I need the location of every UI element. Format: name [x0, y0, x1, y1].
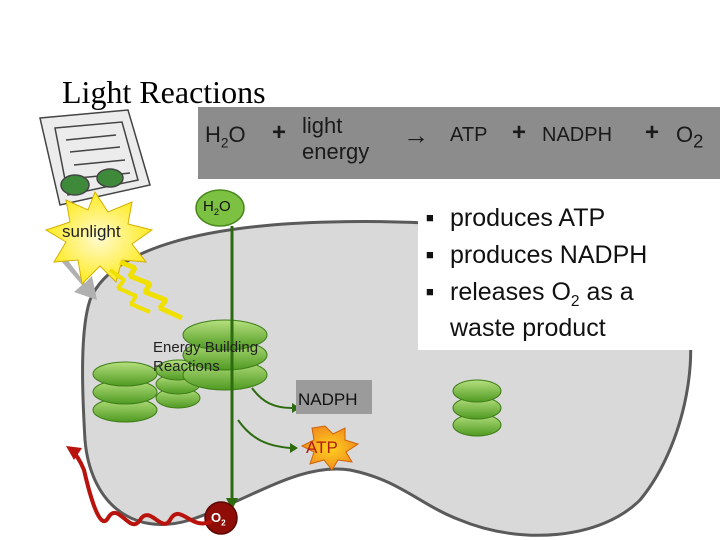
pointer-arrow — [62, 258, 97, 300]
sunlight-label: sunlight — [62, 222, 121, 241]
atp-burst-icon — [300, 425, 360, 471]
o2-label: O2 — [211, 510, 226, 528]
equation-oxygen: O2 — [676, 122, 704, 152]
energy-building-line1: Energy Building — [153, 339, 259, 356]
equation-atp: ATP — [450, 124, 488, 146]
bullet-icon: ■ — [426, 284, 434, 299]
light-ray-1 — [119, 259, 184, 321]
bullet-icon: ■ — [426, 247, 434, 262]
equation-plus-1: + — [272, 119, 287, 146]
equation-light-energy: light energy — [302, 113, 369, 165]
equation-plus-3: + — [645, 119, 660, 146]
light-label: light — [302, 113, 343, 138]
arrow-to-nadph — [251, 387, 293, 409]
nadph-box — [296, 380, 372, 414]
sun-icon — [44, 190, 154, 286]
equation-nadph: NADPH — [542, 124, 613, 146]
energy-building-line2: Reactions — [153, 358, 220, 375]
energy-label: energy — [302, 139, 370, 164]
thylakoid-stack-left — [92, 361, 158, 423]
h2o-bubble — [195, 189, 245, 227]
nadph-label: NADPH — [298, 390, 358, 409]
h2o-label: H2O — [203, 198, 231, 217]
arrow-to-atp — [237, 419, 291, 449]
page-title: Light Reactions — [62, 74, 266, 110]
bullet-produces-atp: produces ATP — [450, 204, 606, 232]
light-ray-2 — [108, 268, 151, 314]
atp-label: ATP — [306, 438, 338, 457]
bullet-waste-product: waste product — [450, 314, 606, 342]
thylakoid-stack-right — [452, 379, 502, 437]
bullet-icon: ■ — [426, 210, 434, 225]
equation-water: H2O — [205, 122, 246, 151]
energy-building-label: Energy Building Reactions — [153, 338, 258, 376]
equation-plus-2: + — [512, 119, 527, 146]
plant-cell-icon — [39, 109, 151, 206]
heat-wave — [70, 448, 212, 527]
equation-arrow: → — [403, 120, 429, 150]
bullet-releases-o2: releases O2 as a — [450, 278, 634, 310]
equation-bar — [198, 107, 720, 179]
o2-bubble — [204, 501, 238, 535]
bullet-produces-nadph: produces NADPH — [450, 241, 648, 269]
bullet-list: ■ produces ATP ■ produces NADPH ■ releas… — [418, 190, 720, 350]
thylakoid-stack-center — [182, 319, 268, 391]
